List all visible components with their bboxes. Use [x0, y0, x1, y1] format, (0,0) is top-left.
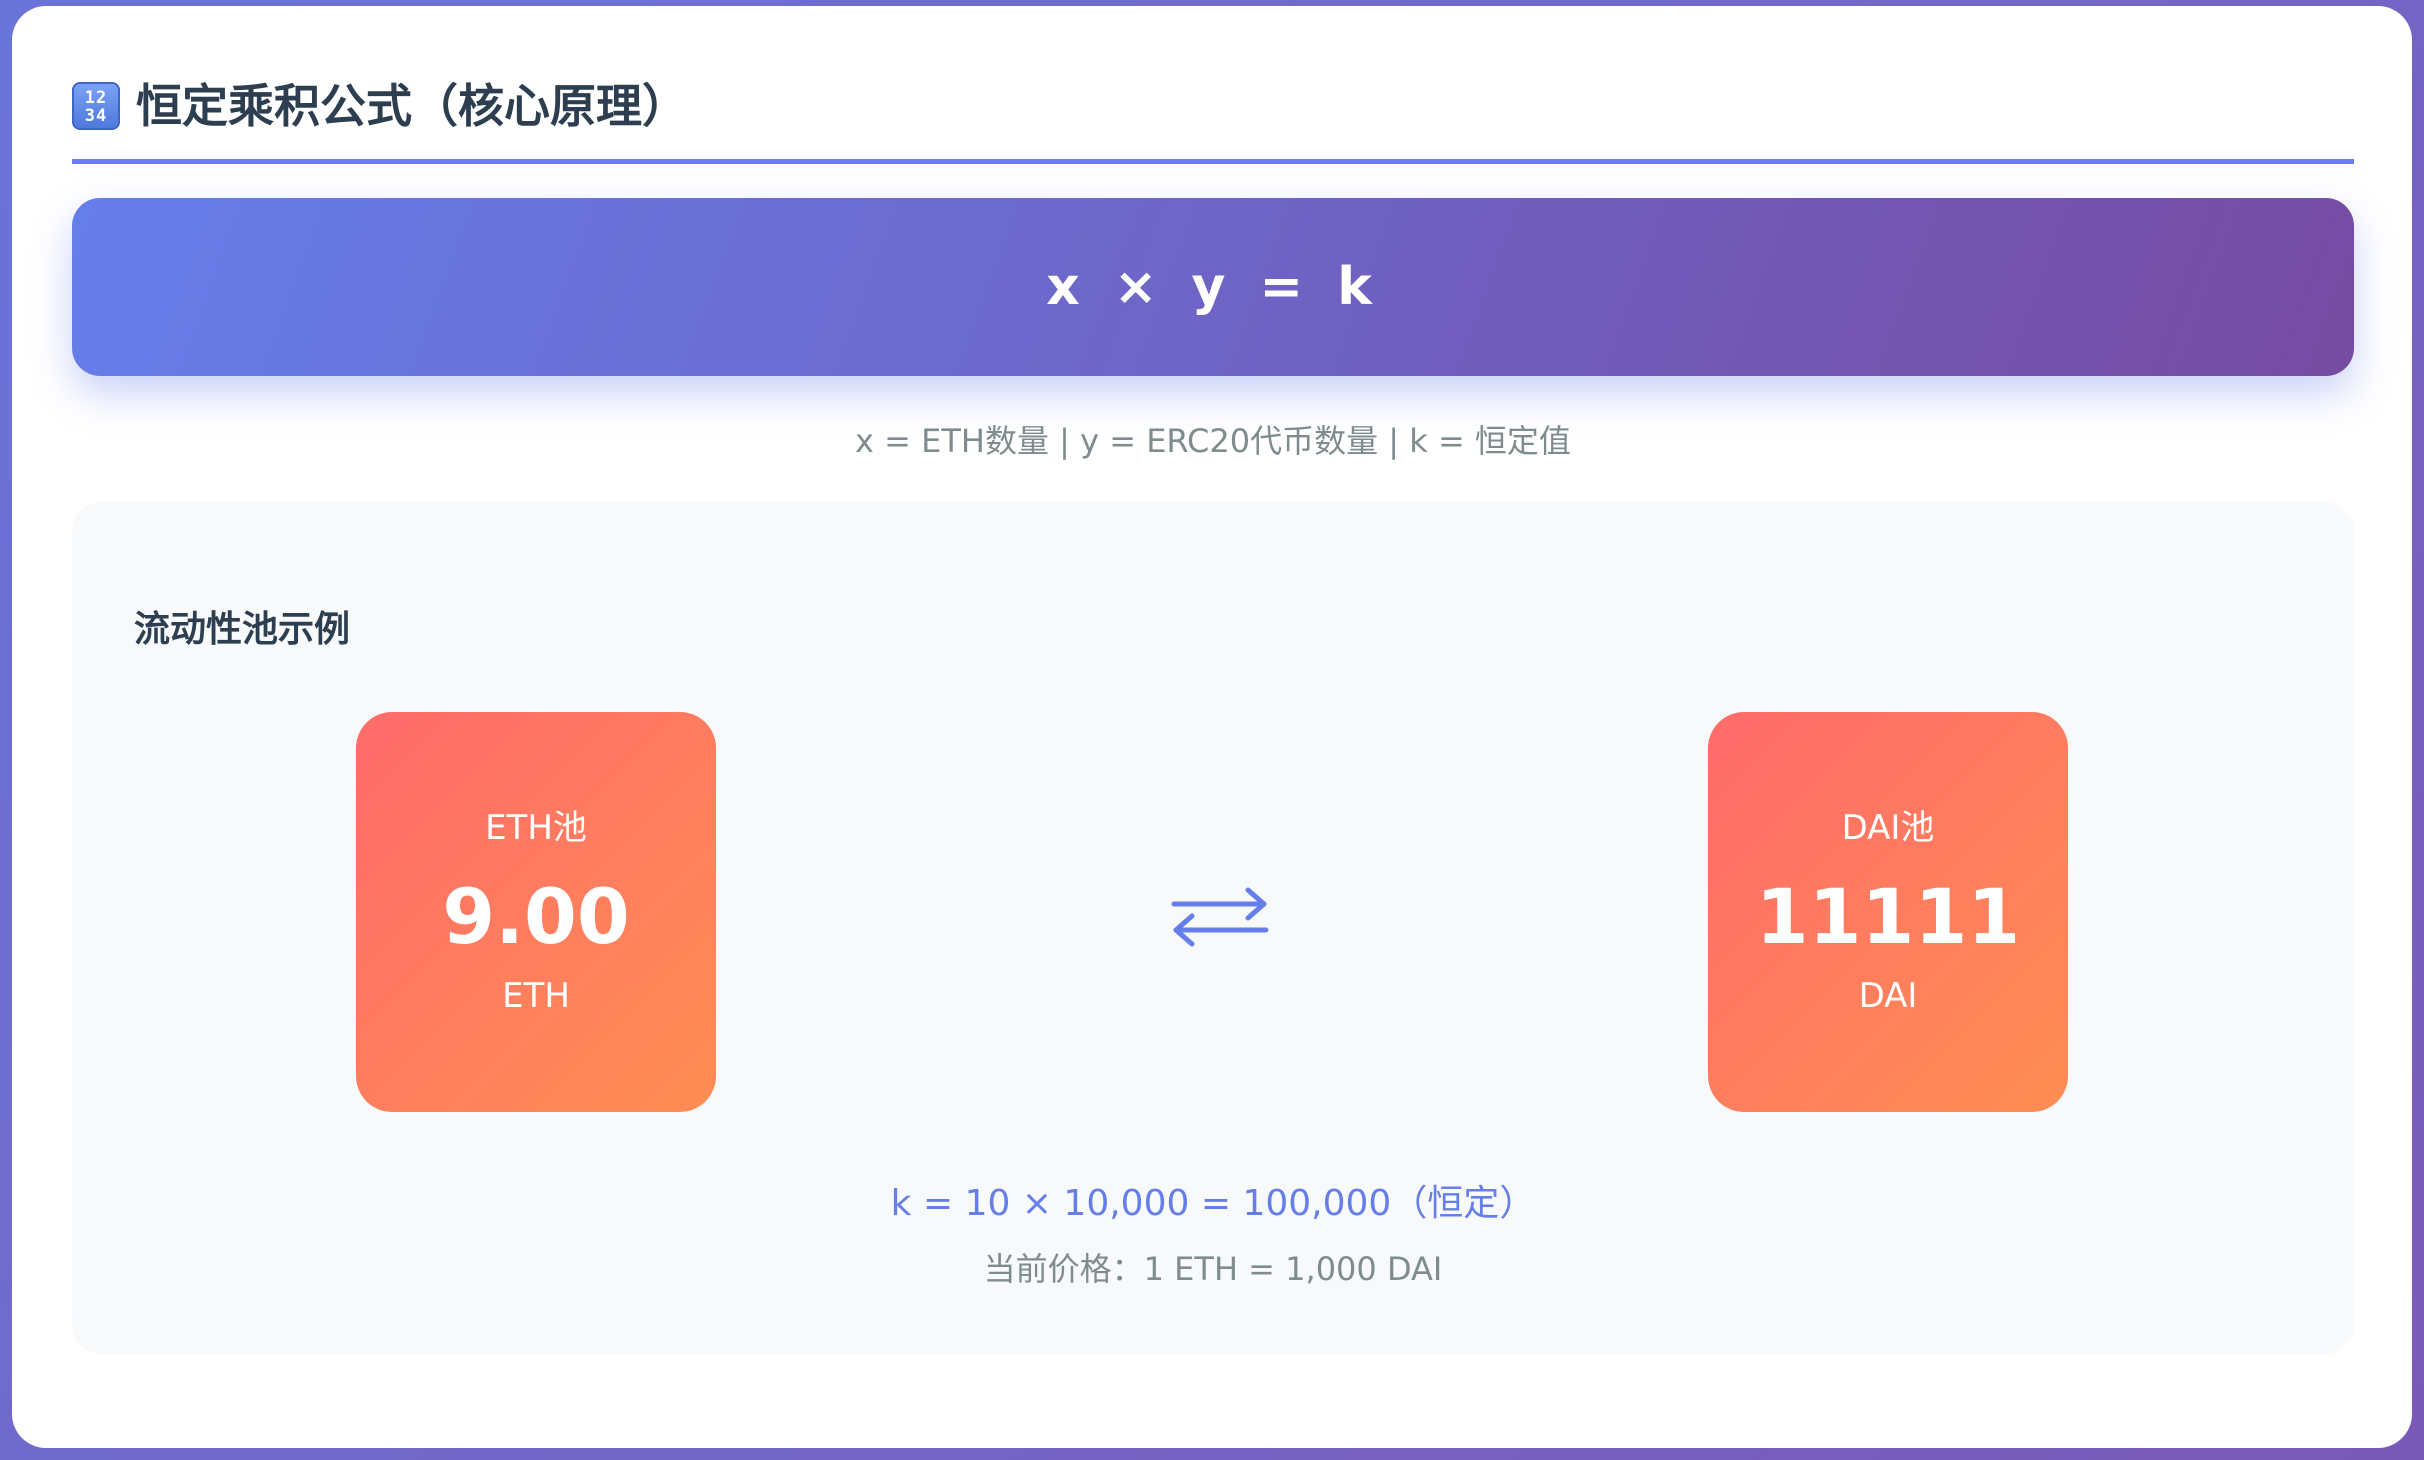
formula-expression: x × y = k — [1046, 257, 1380, 317]
swap-arrows-icon — [1171, 887, 1269, 947]
dai-pool-label: DAI池 — [1841, 808, 1935, 848]
eth-pool-value: 9.00 — [442, 872, 630, 961]
eth-pool-label: ETH池 — [485, 808, 587, 848]
dai-pool-card: DAI池 11111 DAI — [1708, 712, 2068, 1112]
dai-pool-unit: DAI — [1858, 976, 1918, 1016]
formula-banner: x × y = k — [72, 198, 2354, 376]
dai-pool-value: 11111 — [1755, 872, 2021, 961]
formula-caption: x = ETH数量 | y = ERC20代币数量 | k = 恒定值 — [855, 422, 1571, 460]
page-title: 恒定乘积公式（核心原理） — [136, 79, 688, 133]
eth-pool-card: ETH池 9.00 ETH — [356, 712, 716, 1112]
liquidity-pool-example: 流动性池示例 ETH池 9.00 ETH DAI池 11111 DAI k = … — [72, 502, 2354, 1354]
current-price: 当前价格：1 ETH = 1,000 DAI — [983, 1250, 1443, 1288]
pool-example-title: 流动性池示例 — [134, 609, 351, 650]
eth-pool-unit: ETH — [502, 976, 570, 1016]
k-constant-formula: k = 10 × 10,000 = 100,000（恒定） — [890, 1183, 1536, 1224]
